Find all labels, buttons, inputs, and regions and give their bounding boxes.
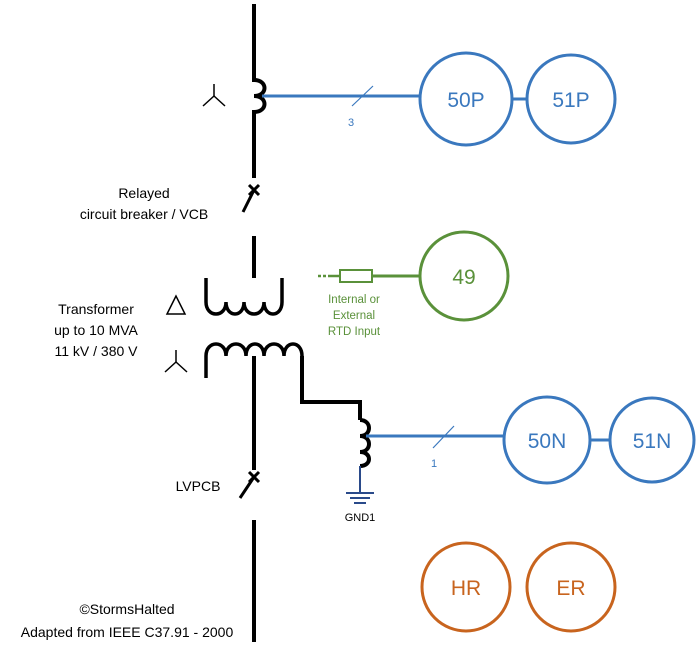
rtd-label-line2: External [333, 310, 375, 322]
relay-49-label: 49 [452, 266, 475, 289]
footer-copyright: ©StormsHalted [79, 601, 174, 617]
relay-51p-label: 51P [552, 89, 589, 112]
rtd-label-line3: RTD Input [328, 326, 381, 338]
neutral-conductor [300, 356, 362, 420]
relay-51p-circle [525, 53, 617, 145]
transformer-secondary-winding [204, 342, 304, 378]
rtd-resistor-icon [339, 269, 373, 283]
transformer-primary-winding [204, 278, 284, 316]
relay-51n-circle [608, 396, 696, 484]
lvpcb-label: LVPCB [176, 478, 221, 494]
ct-neutral-coil [359, 418, 371, 468]
breaker-label-line1: Relayed [118, 185, 169, 201]
lvpcb-breaker-symbol [238, 470, 261, 499]
delta-icon [165, 294, 187, 315]
ct-neutral-wire-count: 1 [431, 458, 437, 470]
ct-top-coil [253, 78, 267, 114]
secondary-wye-icon [164, 350, 188, 373]
transformer-label-line3: 11 kV / 380 V [54, 343, 138, 359]
ct-neutral-slash [432, 425, 455, 449]
relay-er-circle [525, 541, 617, 633]
rtd-label-line1: Internal or [328, 294, 380, 306]
ground-icon [346, 492, 374, 504]
breaker-label-line2: circuit breaker / VCB [80, 206, 208, 222]
relay-hr-circle [420, 541, 512, 633]
relay-50n-label: 50N [528, 430, 567, 453]
ground-label: GND1 [345, 512, 376, 524]
vcb-breaker-symbol [241, 183, 261, 213]
ct-top-slash [351, 85, 374, 107]
relay-49-circle [418, 230, 510, 322]
transformer-label-line1: Transformer [58, 301, 134, 317]
relay-er-label: ER [556, 577, 585, 600]
relay-hr-label: HR [451, 577, 481, 600]
ct-top-wye-icon [202, 84, 226, 107]
transformer-label-line2: up to 10 MVA [54, 322, 138, 338]
ct-top-wire-count: 3 [348, 117, 354, 129]
footer-source: Adapted from IEEE C37.91 - 2000 [21, 624, 234, 640]
relay-50p-label: 50P [447, 89, 484, 112]
relay-51n-label: 51N [633, 430, 672, 453]
